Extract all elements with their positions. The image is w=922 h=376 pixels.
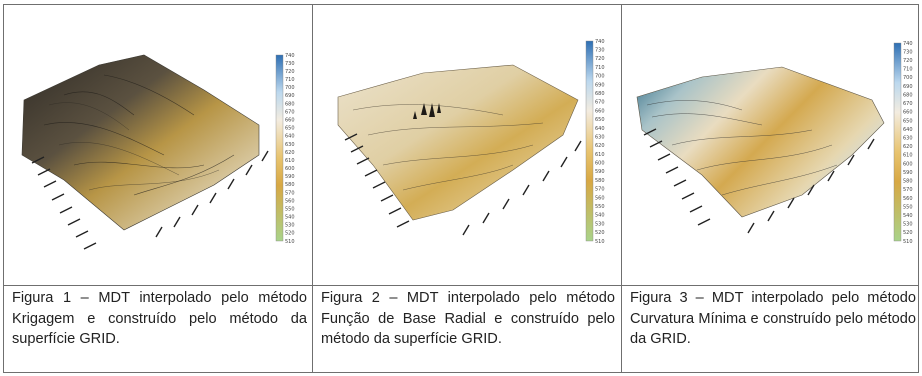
scale-tick-label: 530 bbox=[903, 222, 913, 228]
scale-tick-label: 710 bbox=[285, 77, 295, 83]
axis-ticks-right bbox=[462, 140, 582, 236]
figure-3-image: 740 730 720 710 700 690 680 670 660 650 640 630 620 6… bbox=[622, 5, 919, 285]
scale-tick-label: 650 bbox=[595, 117, 605, 123]
scale-tick-label: 660 bbox=[595, 108, 605, 114]
scale-tick-label: 600 bbox=[595, 161, 605, 167]
scale-tick-label: 620 bbox=[903, 144, 913, 150]
scale-tick-label: 550 bbox=[595, 204, 605, 210]
scale-tick-label: 520 bbox=[595, 230, 605, 236]
scale-tick-label: 620 bbox=[595, 143, 605, 149]
scale-tick-label: 720 bbox=[903, 58, 913, 64]
scale-tick-label: 510 bbox=[903, 239, 913, 245]
scale-tick-label: 640 bbox=[285, 134, 295, 140]
scale-tick-label: 660 bbox=[903, 110, 913, 116]
scale-tick-label: 510 bbox=[595, 239, 605, 245]
axis-ticks-right bbox=[747, 138, 875, 234]
figure-3-caption: Figura 3 – MDT interpolado pelo método C… bbox=[630, 290, 916, 347]
scale-tick-label: 550 bbox=[285, 207, 295, 213]
scale-tick-label: 590 bbox=[285, 174, 295, 180]
color-scale-2: 740 730 720 710 700 690 680 670 660 650 640 630 620 6… bbox=[585, 39, 605, 245]
terrain-surface bbox=[21, 54, 260, 231]
scale-tick-label: 620 bbox=[285, 150, 295, 156]
scale-tick-label: 650 bbox=[285, 126, 295, 132]
scale-tick-label: 590 bbox=[903, 170, 913, 176]
scale-tick-label: 590 bbox=[595, 169, 605, 175]
scale-tick-label: 740 bbox=[285, 53, 295, 59]
scale-tick-label: 730 bbox=[903, 49, 913, 55]
scale-tick-label: 630 bbox=[595, 135, 605, 141]
axis-ticks-right bbox=[155, 150, 269, 238]
scale-tick-label: 670 bbox=[285, 109, 295, 115]
scale-tick-label: 580 bbox=[285, 182, 295, 188]
scale-tick-label: 570 bbox=[903, 187, 913, 193]
scale-tick-label: 650 bbox=[903, 118, 913, 124]
scale-tick-label: 540 bbox=[903, 213, 913, 219]
figure-1-caption: Figura 1 – MDT interpolado pelo método K… bbox=[12, 290, 307, 347]
scale-tick-label: 690 bbox=[285, 93, 295, 99]
scale-tick-label: 520 bbox=[285, 231, 295, 237]
column-divider bbox=[312, 5, 313, 372]
scale-tick-label: 610 bbox=[903, 153, 913, 159]
color-scale-3: 740 730 720 710 700 690 680 670 660 650 640 630 620 6… bbox=[893, 41, 913, 245]
scale-tick-label: 670 bbox=[903, 101, 913, 107]
scale-tick-label: 580 bbox=[595, 178, 605, 184]
figure-2-image: 740 730 720 710 700 690 680 670 660 650 640 630 620 6… bbox=[313, 5, 621, 285]
scale-tick-label: 690 bbox=[903, 84, 913, 90]
axis-ticks-left bbox=[344, 133, 410, 228]
scale-tick-label: 560 bbox=[903, 196, 913, 202]
axis-ticks-left bbox=[643, 128, 711, 226]
scale-tick-label: 690 bbox=[595, 82, 605, 88]
scale-tick-label: 720 bbox=[595, 56, 605, 62]
row-divider bbox=[4, 285, 918, 286]
scale-tick-label: 600 bbox=[903, 161, 913, 167]
scale-tick-label: 660 bbox=[285, 118, 295, 124]
terrain-surface bbox=[337, 64, 579, 221]
scale-tick-label: 610 bbox=[285, 158, 295, 164]
scale-tick-label: 530 bbox=[595, 221, 605, 227]
scale-tick-label: 580 bbox=[903, 179, 913, 185]
scale-tick-label: 740 bbox=[903, 41, 913, 47]
figure-table: 740 730 720 710 700 690 680 670 660 650 640 630 620 6… bbox=[3, 4, 919, 373]
scale-tick-label: 640 bbox=[595, 126, 605, 132]
scale-tick-label: 570 bbox=[595, 187, 605, 193]
scale-tick-label: 510 bbox=[285, 239, 295, 245]
scale-tick-label: 710 bbox=[595, 65, 605, 71]
scale-tick-label: 720 bbox=[285, 69, 295, 75]
scale-tick-label: 630 bbox=[285, 142, 295, 148]
color-scale-1: 740 730 720 710 700 690 680 670 660 650 640 630 620 6… bbox=[275, 53, 295, 245]
scale-tick-label: 730 bbox=[595, 48, 605, 54]
terrain-surface bbox=[636, 66, 885, 218]
scale-tick-label: 630 bbox=[903, 136, 913, 142]
scale-tick-label: 680 bbox=[595, 91, 605, 97]
scale-tick-label: 560 bbox=[595, 195, 605, 201]
scale-tick-label: 540 bbox=[285, 215, 295, 221]
scale-tick-label: 730 bbox=[285, 61, 295, 67]
scale-tick-label: 530 bbox=[285, 223, 295, 229]
figure-1-image: 740 730 720 710 700 690 680 670 660 650 640 630 620 6… bbox=[4, 5, 312, 285]
column-divider bbox=[621, 5, 622, 372]
scale-tick-label: 540 bbox=[595, 213, 605, 219]
axis-ticks-left bbox=[31, 156, 97, 250]
scale-tick-label: 680 bbox=[903, 93, 913, 99]
scale-tick-label: 560 bbox=[285, 198, 295, 204]
scale-tick-label: 640 bbox=[903, 127, 913, 133]
scale-tick-label: 710 bbox=[903, 67, 913, 73]
scale-tick-label: 610 bbox=[595, 152, 605, 158]
scale-tick-label: 550 bbox=[903, 204, 913, 210]
scale-tick-label: 700 bbox=[285, 85, 295, 91]
figure-2-caption: Figura 2 – MDT interpolado pelo método F… bbox=[321, 290, 615, 347]
scale-tick-label: 520 bbox=[903, 230, 913, 236]
scale-tick-label: 700 bbox=[903, 75, 913, 81]
scale-tick-label: 570 bbox=[285, 190, 295, 196]
scale-tick-label: 600 bbox=[285, 166, 295, 172]
scale-tick-label: 680 bbox=[285, 101, 295, 107]
scale-tick-label: 670 bbox=[595, 100, 605, 106]
scale-tick-label: 740 bbox=[595, 39, 605, 45]
scale-tick-label: 700 bbox=[595, 74, 605, 80]
